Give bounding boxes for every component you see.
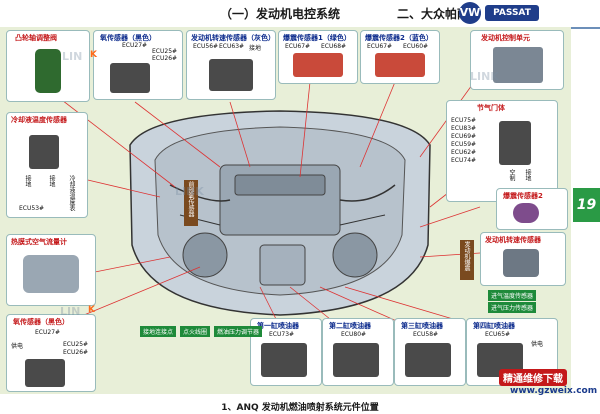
knock-sensor-icon xyxy=(513,203,539,223)
pin-label: ECU27# xyxy=(35,329,61,336)
panel-title: 节气门体 xyxy=(477,104,505,112)
connector-icon xyxy=(29,135,59,169)
panel-title: 爆震传感器2（蓝色） xyxy=(365,34,433,42)
panel-speed-sensor: 发动机转速传感器（灰色） ECU56# ECU63# 接地 xyxy=(186,30,276,100)
pin-label: ECU80# xyxy=(341,331,367,338)
connector-icon xyxy=(333,343,379,377)
pin-label: ECU25# xyxy=(63,341,89,348)
pin-label: ECU68# xyxy=(321,43,347,50)
panel-title: 氧传感器（黑色） xyxy=(13,318,69,326)
connector-icon xyxy=(261,343,307,377)
panel-title: 冷却液温度传感器 xyxy=(11,116,67,124)
page-number-tab: 19 xyxy=(573,188,600,222)
pin-label: 接地 xyxy=(48,175,55,187)
speed-sensor-icon xyxy=(503,249,539,277)
panel-injector-3: 第三缸喷油器 ECU58# xyxy=(394,318,466,386)
pin-label: ECU53# xyxy=(19,205,45,212)
watermark: LINK xyxy=(175,185,204,198)
pin-label: 接地 xyxy=(24,175,31,187)
pin-label: 冷却液温度表 xyxy=(68,175,75,211)
panel-o2-sensor-1: 氧传感器（黑色） ECU27# ECU25# ECU26# xyxy=(93,30,183,100)
pin-label: 供电 xyxy=(531,341,544,348)
pin-label: ECU65# xyxy=(485,331,511,338)
page-header: （一）发动机电控系统 二、大众帕萨特 VW PASSAT xyxy=(0,0,600,29)
connector-icon xyxy=(209,59,253,91)
connector-icon xyxy=(293,53,343,77)
section-title-left: （一）发动机电控系统 xyxy=(220,7,341,21)
label-ground: 接地连接点 xyxy=(140,326,177,337)
connector-icon xyxy=(110,63,150,93)
footer-site-cn: 精通维修下载 xyxy=(499,369,567,386)
watermark: K xyxy=(90,50,97,60)
pin-label: ECU58# xyxy=(413,331,439,338)
panel-knock-sensor-2: 爆震传感器2（蓝色） ECU67# ECU60# xyxy=(360,30,440,84)
watermark: LIN xyxy=(60,305,81,318)
pin-label: ECU69# xyxy=(451,133,477,140)
pin-label: ECU73# xyxy=(269,331,295,338)
watermark: LINK xyxy=(470,70,499,83)
pin-label: ECU67# xyxy=(367,43,393,50)
leader-lines xyxy=(44,66,496,328)
label-ev-knock: 发动机爆震 xyxy=(460,240,474,280)
label-intake-pressure: 进气压力传感器 xyxy=(488,302,537,313)
engine-bay-illustration xyxy=(129,110,431,316)
watermark: K xyxy=(88,305,95,315)
panel-speed-sensor-2: 发动机转速传感器 xyxy=(480,232,566,286)
panel-throttle-body: 节气门体 ECU75# ECU83# ECU69# ECU59# ECU62# … xyxy=(446,100,558,202)
panel-maf: 热膜式空气流量计 xyxy=(6,234,96,306)
connector-icon xyxy=(405,343,451,377)
pin-label: ECU56# xyxy=(193,43,219,50)
pin-label: ECU83# xyxy=(451,125,477,132)
panel-title: 热膜式空气流量计 xyxy=(11,238,67,246)
connector-icon xyxy=(375,53,425,77)
maf-icon xyxy=(23,255,79,293)
pin-label: ECU26# xyxy=(152,55,178,62)
watermark: LIN xyxy=(62,50,83,63)
pin-label: ECU26# xyxy=(63,349,89,356)
panel-title: 爆震传感器2 xyxy=(503,192,543,200)
pin-label: 接地 xyxy=(524,169,531,181)
pin-label: 空制 xyxy=(508,169,515,181)
pin-label: ECU59# xyxy=(451,141,477,148)
pin-label: ECU75# xyxy=(451,117,477,124)
pin-label: ECU67# xyxy=(285,43,311,50)
label-front-oxygen: 前部氧传感器 xyxy=(184,180,198,226)
pin-label: ECU25# xyxy=(152,48,178,55)
connector-icon xyxy=(25,359,65,387)
panel-title: 凸轮轴调整阀 xyxy=(15,34,57,42)
panel-title: 氧传感器（黑色） xyxy=(100,34,156,42)
figure-caption: 1、ANQ 发动机燃油喷射系统元件位置 xyxy=(221,403,379,413)
panel-title: 第二缸喷油器 xyxy=(329,322,371,330)
label-ignition-coil: 点火线圈 xyxy=(180,326,211,337)
panel-knock-sensor-1: 爆震传感器1（绿色） ECU67# ECU68# xyxy=(278,30,358,84)
pin-label: 供电 xyxy=(11,343,24,350)
panel-knock-sensor-2b: 爆震传感器2 xyxy=(496,188,568,230)
panel-coolant-sensor: 冷却液温度传感器 接地 接地 冷却液温度表 ECU53# xyxy=(6,112,88,218)
pin-label: ECU63# xyxy=(219,43,245,50)
panel-control-unit: 发动机控制单元 xyxy=(470,30,564,90)
panel-title: 第四缸喷油器 xyxy=(473,322,515,330)
panel-title: 爆震传感器1（绿色） xyxy=(283,34,351,42)
footer-site-url: www.gzweix.com xyxy=(510,386,598,396)
panel-o2-sensor-2: 氧传感器（黑色） ECU27# 供电 ECU25# ECU26# xyxy=(6,314,96,392)
connector-icon xyxy=(499,121,531,165)
panel-injector-2: 第二缸喷油器 ECU80# xyxy=(322,318,394,386)
panel-title: 发动机转速传感器 xyxy=(485,236,541,244)
panel-title: 第一缸喷油器 xyxy=(257,322,299,330)
pin-label: 接地 xyxy=(249,45,262,52)
panel-cam-valve: 凸轮轴调整阀 xyxy=(6,30,90,102)
cam-valve-icon xyxy=(35,49,61,93)
panel-title: 发动机控制单元 xyxy=(481,34,530,42)
label-intake-temp: 进气温度传感器 xyxy=(488,290,537,301)
pin-label: ECU27# xyxy=(122,42,148,49)
label-fuel-pressure: 燃油压力调节器 xyxy=(214,326,263,337)
pin-label: ECU62# xyxy=(451,149,477,156)
pin-label: ECU74# xyxy=(451,157,477,164)
panel-title: 第三缸喷油器 xyxy=(401,322,443,330)
vw-logo: VW xyxy=(459,2,481,24)
panel-title: 发动机转速传感器（灰色） xyxy=(191,34,275,42)
pin-label: ECU60# xyxy=(403,43,429,50)
control-unit-icon xyxy=(493,47,543,83)
passat-logo: PASSAT xyxy=(485,5,539,21)
